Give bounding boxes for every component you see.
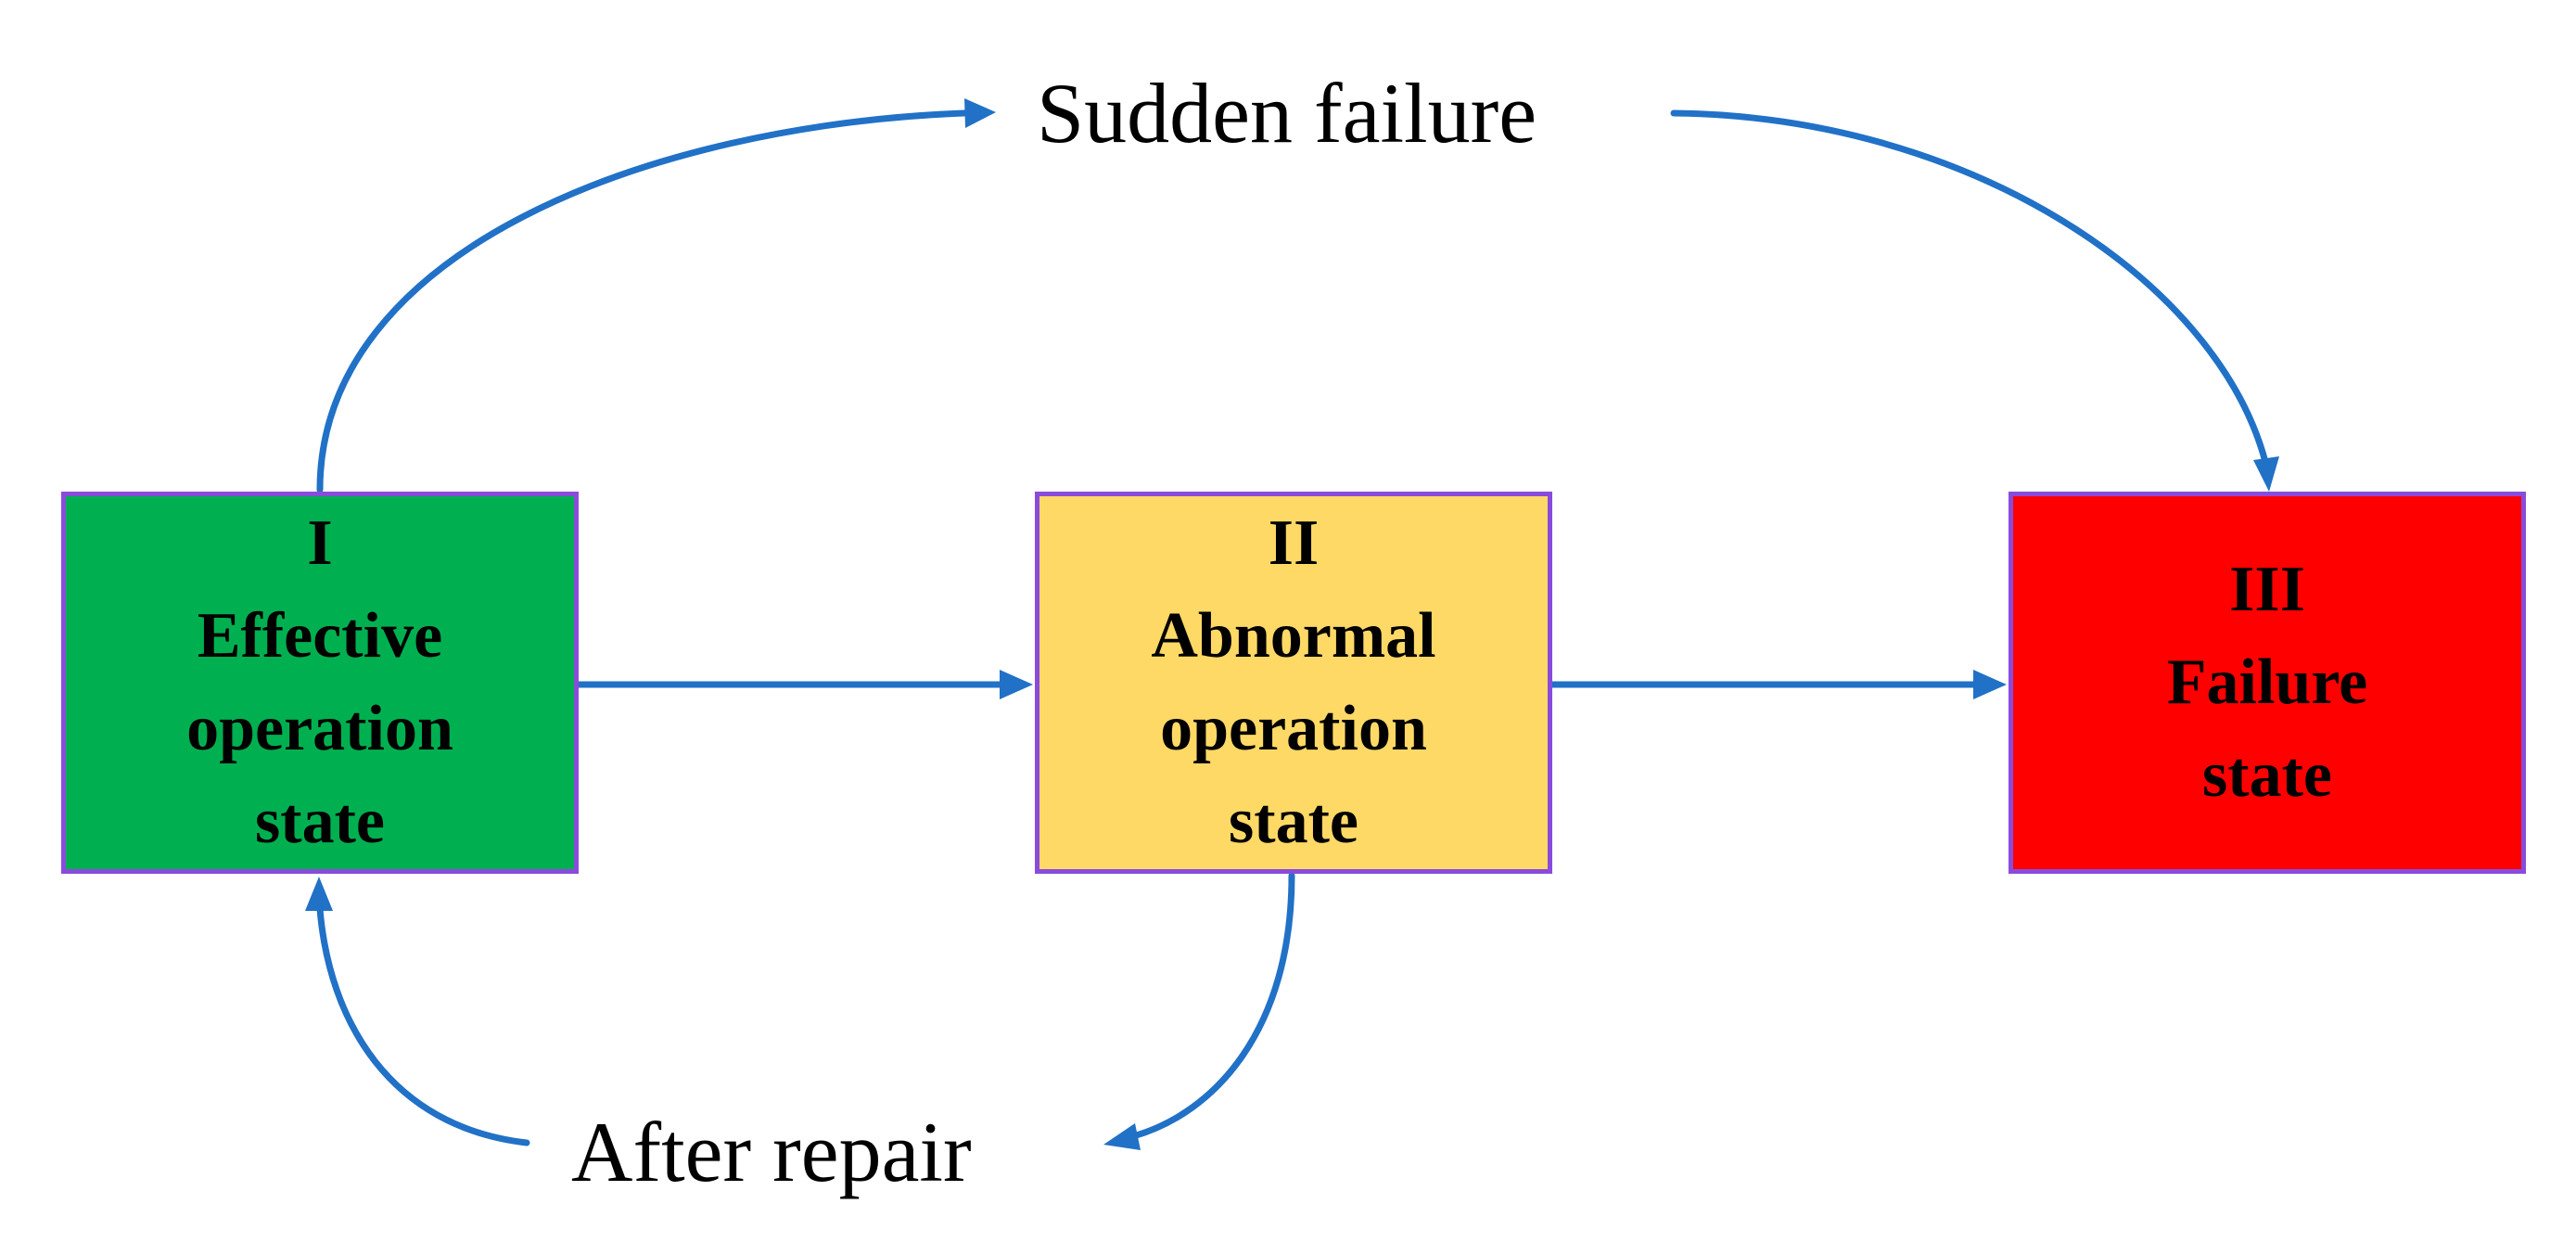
state-label-line: operation xyxy=(1160,693,1427,764)
arrowhead-sudden-failure-out xyxy=(964,98,996,128)
transition-label-sudden-failure: Sudden failure xyxy=(1037,66,1537,160)
arrowhead-sudden-failure-in xyxy=(2253,456,2279,492)
arrowhead-II-to-III xyxy=(1973,670,2007,699)
arrow-sudden-failure-in xyxy=(1670,109,2269,466)
state-roman-numeral: I xyxy=(307,507,333,579)
arrow-after-repair-out xyxy=(1129,872,1295,1140)
state-label-line: state xyxy=(255,786,385,857)
arrow-after-repair-in xyxy=(316,905,530,1146)
state-label-line: Effective xyxy=(197,600,443,672)
state-roman-numeral: III xyxy=(2229,554,2305,625)
state-roman-numeral: II xyxy=(1268,507,1320,579)
state-box-effective-operation: I Effective operation state xyxy=(61,492,579,874)
state-label-line: state xyxy=(2202,739,2332,811)
arrow-sudden-failure-out xyxy=(316,109,968,493)
state-box-abnormal-operation: II Abnormal operation state xyxy=(1035,492,1552,874)
transition-label-after-repair: After repair xyxy=(571,1105,972,1199)
arrowhead-after-repair-out xyxy=(1103,1123,1141,1150)
state-label-line: operation xyxy=(186,693,453,764)
state-label-line: state xyxy=(1229,786,1358,857)
arrowhead-I-to-II xyxy=(1000,670,1033,699)
state-box-failure: III Failure state xyxy=(2009,492,2526,874)
state-label-line: Failure xyxy=(2166,647,2368,718)
arrowhead-after-repair-in xyxy=(305,877,333,911)
state-label-line: Abnormal xyxy=(1151,600,1436,672)
